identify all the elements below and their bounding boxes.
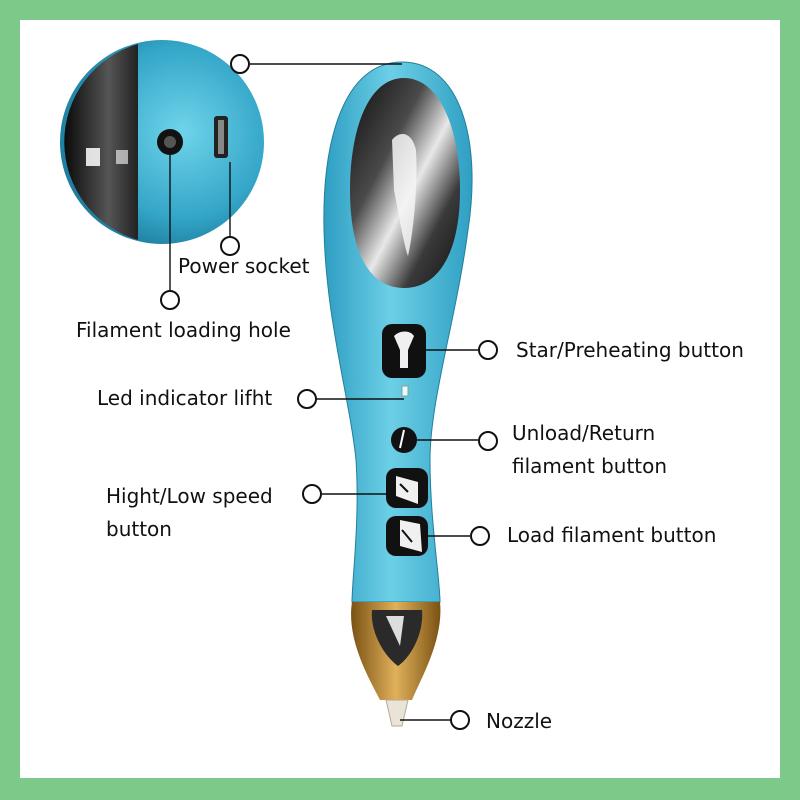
- diagram-canvas: Power socket Filament loading hole Star/…: [20, 20, 780, 778]
- pen-body: [323, 61, 473, 603]
- label-start-preheating-button: Star/Preheating button: [516, 338, 744, 362]
- callout-circle-nozzle: [450, 710, 470, 730]
- pen-end-detail: [60, 40, 264, 244]
- label-unload-line-2: filament button: [512, 454, 668, 478]
- label-speed-line-1: Hight/Low speed: [106, 484, 273, 508]
- callout-circle-power: [220, 236, 240, 256]
- callout-circle-unload: [478, 431, 498, 451]
- pen-illustration: [60, 40, 498, 730]
- callout-circle-load: [470, 526, 490, 546]
- callout-circle-led: [297, 389, 317, 409]
- label-nozzle: Nozzle: [486, 709, 553, 733]
- label-power-socket: Power socket: [178, 254, 310, 278]
- label-filament-loading-hole: Filament loading hole: [76, 318, 291, 342]
- label-led-indicator: Led indicator lifht: [97, 386, 273, 410]
- callout-lines: [169, 63, 478, 721]
- callout-circle-top: [230, 54, 250, 74]
- label-unload-return-button: Unload/Return filament button: [512, 417, 667, 483]
- nozzle-section: [351, 602, 441, 727]
- label-high-low-speed-button: Hight/Low speed button: [106, 480, 273, 546]
- callout-circle-speed: [302, 484, 322, 504]
- callout-circle-start: [478, 340, 498, 360]
- label-load-filament-button: Load filament button: [507, 523, 717, 547]
- callout-circle-filament-hole: [160, 290, 180, 310]
- label-speed-line-2: button: [106, 517, 172, 541]
- label-unload-line-1: Unload/Return: [512, 421, 656, 445]
